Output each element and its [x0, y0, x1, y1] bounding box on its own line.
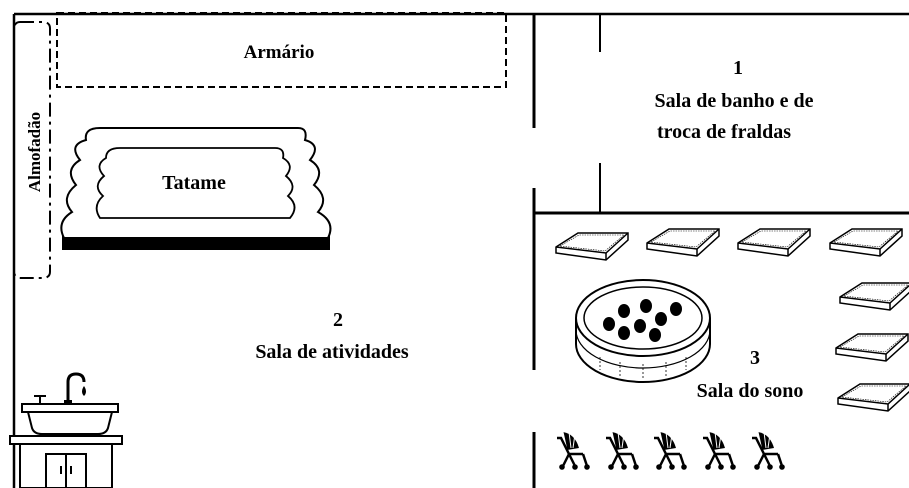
stroller-icon [604, 430, 641, 472]
sink-cabinet-icon [9, 372, 123, 488]
wardrobe: Armário [56, 12, 507, 88]
strollers [555, 430, 787, 472]
room3-number: 3 [750, 347, 760, 369]
room2-name: Sala de atividades [255, 341, 409, 363]
room2-number: 2 [333, 309, 343, 331]
cushion: Almofadão [13, 21, 51, 279]
stroller-icon [555, 430, 592, 472]
mattress-icon [837, 383, 909, 412]
room3-name: Sala do sono [697, 380, 804, 402]
room2-label: 2 Sala de atividades [255, 309, 409, 363]
room1-number: 1 [733, 57, 743, 79]
room1-name-line1: Sala de banho e de [655, 90, 814, 112]
room1-label: 1 Sala de banho e de troca de fraldas [655, 57, 814, 143]
mattress-icon [835, 333, 909, 362]
mattress-icon [839, 282, 909, 311]
ball-pool-icon [575, 279, 711, 383]
mattress-icon [555, 232, 629, 261]
wardrobe-label: Armário [244, 42, 315, 63]
room3-label: 3 Sala do sono [697, 347, 804, 402]
mattress-icon [737, 228, 811, 257]
mattress-icon [829, 228, 903, 257]
stroller-icon [701, 430, 738, 472]
stroller-icon [750, 430, 787, 472]
cushion-label: Almofadão [25, 112, 44, 192]
stroller-icon [652, 430, 689, 472]
tatame-icon: Tatame [60, 127, 332, 250]
mattress-icon [646, 228, 720, 257]
tatame-label: Tatame [162, 172, 226, 194]
room1-name-line2: troca de fraldas [657, 121, 791, 143]
